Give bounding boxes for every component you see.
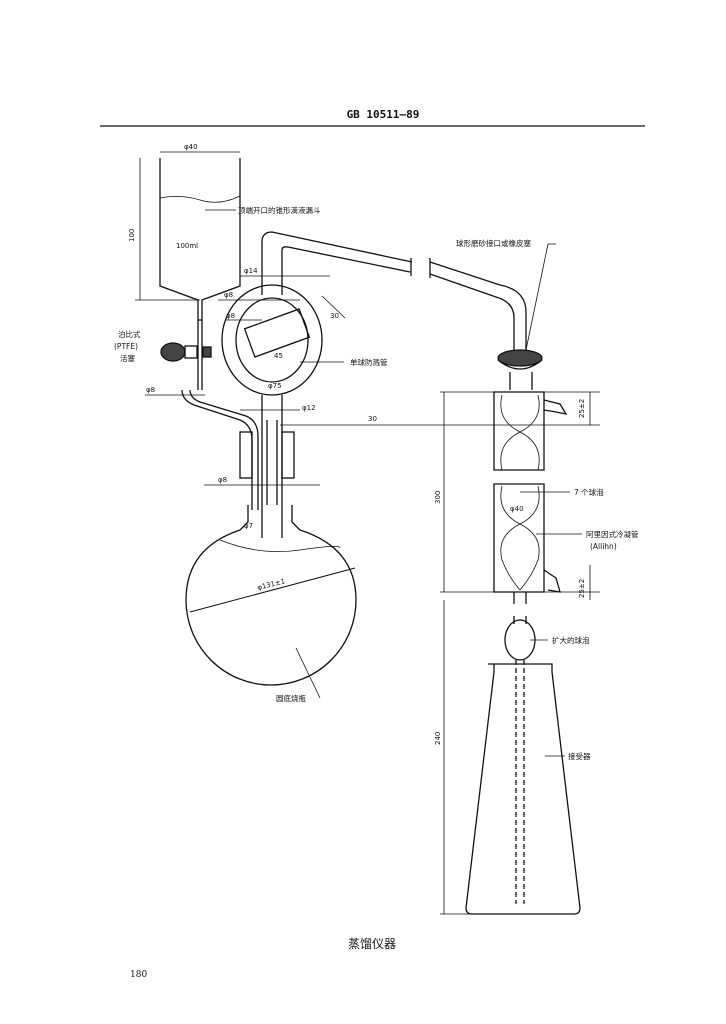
dim-d8-a: φ8: [224, 291, 233, 299]
label-enlarged-bulb: 扩大的球泡: [552, 635, 590, 645]
callout-labels: 顶端开口的锥形滴液漏斗 泊比式 (PTFE) 活塞 球形磨砂接口或橡皮塞 单球防…: [114, 205, 639, 761]
label-condenser-1: 阿里因式冷凝管: [586, 529, 639, 539]
side-tube: [181, 389, 259, 510]
dim-joint-bottom: 25±2: [578, 579, 586, 598]
round-bottom-flask: [185, 505, 357, 686]
label-stopcock-2: (PTFE): [114, 342, 138, 351]
label-splash-bulb: 单球防溅管: [350, 357, 388, 367]
dim-condenser-length: 300: [434, 491, 442, 504]
dim-funnel-height: 100: [128, 229, 136, 242]
dim-flask-diameter: φ131±1: [257, 577, 286, 592]
dim-d7: φ7: [244, 522, 253, 530]
dim-funnel-diameter: φ40: [184, 143, 198, 151]
vapour-tube: [261, 231, 413, 295]
standard-code: GB 10511—89: [347, 108, 420, 121]
dimension-labels: φ40 100 100ml φ14 φ8 φ8 30 45 φ75 φ8 φ12…: [128, 143, 586, 745]
receiver-flask: [465, 616, 581, 915]
allihn-condenser: [493, 391, 568, 604]
funnel-volume: 100ml: [176, 242, 198, 250]
dim-d8-b: φ8: [226, 312, 235, 320]
dim-d75: φ75: [268, 382, 282, 390]
dim-height-30: 30: [368, 415, 377, 423]
label-stopcock-1: 泊比式: [118, 329, 141, 339]
label-receiver: 接受器: [568, 751, 591, 761]
dim-condenser-d40: φ40: [510, 505, 524, 513]
dim-angle-30: 30: [330, 312, 339, 320]
label-condenser-2: (Allihn): [590, 542, 617, 551]
dropping-funnel: [159, 158, 241, 321]
label-ball-joint: 球形磨砂接口或橡皮塞: [456, 238, 531, 248]
ptfe-stopcock: [160, 342, 212, 362]
label-flask: 圆底烧瓶: [276, 693, 306, 703]
dim-joint-top: 25±2: [578, 399, 586, 418]
label-stopcock-3: 活塞: [120, 353, 135, 363]
dim-d12: φ12: [302, 404, 316, 412]
page-number: 180: [130, 970, 147, 980]
ball-joint: [497, 349, 543, 390]
funnel-liquid-level: [159, 195, 241, 203]
dim-receiver-height: 240: [434, 732, 442, 745]
splash-bulb: [221, 284, 323, 505]
label-bulbs-count: 7 个球泡: [574, 487, 604, 497]
apparatus-drawing: [159, 158, 581, 915]
label-funnel-top: 顶端开口的锥形滴液漏斗: [238, 205, 321, 215]
figure-caption: 蒸馏仪器: [348, 937, 396, 951]
dimension-lines: [135, 151, 600, 915]
dim-angle-45: 45: [274, 352, 283, 360]
dim-d8-c: φ8: [146, 386, 155, 394]
dim-d8-d: φ8: [218, 476, 227, 484]
dim-d14: φ14: [244, 267, 258, 275]
